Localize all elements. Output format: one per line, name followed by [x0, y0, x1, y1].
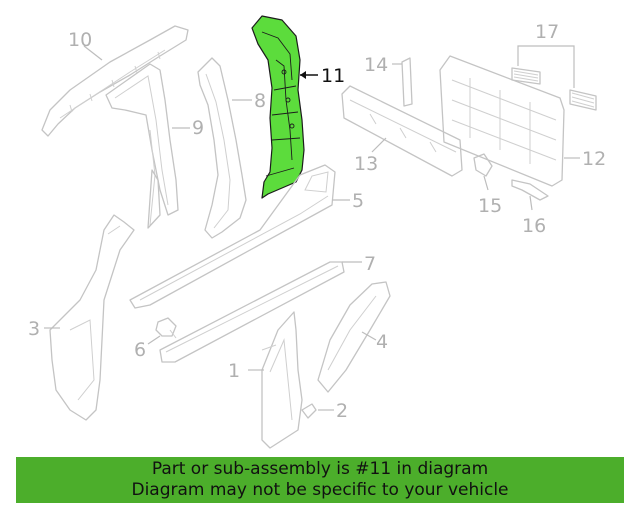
callout-10: 10: [68, 29, 92, 51]
part-11-shape: [251, 15, 305, 199]
callout-3: 3: [28, 318, 40, 340]
callout-11: 11: [321, 65, 345, 87]
part-13-shape: [341, 85, 463, 177]
part-2-shape: [301, 403, 317, 419]
info-banner: Part or sub-assembly is #11 in diagram D…: [16, 457, 624, 503]
callout-13: 13: [354, 153, 378, 175]
part-17-shape: [511, 67, 597, 111]
part-14-shape: [401, 57, 413, 107]
callout-8: 8: [254, 90, 266, 112]
part-5-shape: [129, 164, 336, 309]
banner-line-2: Diagram may not be specific to your vehi…: [131, 480, 509, 500]
callout-14: 14: [364, 54, 388, 76]
callout-1: 1: [228, 360, 240, 382]
part-10-shape: [41, 25, 189, 137]
part-8-shape: [197, 57, 247, 239]
parts-diagram: 10 9 8 11 5 7: [28, 15, 606, 449]
part-12-shape: [439, 55, 565, 187]
part-3-shape: [49, 214, 135, 421]
part-9-shape: [105, 63, 179, 229]
callout-15: 15: [478, 195, 502, 217]
part-6-shape: [155, 317, 177, 339]
callout-4: 4: [376, 331, 388, 353]
part-4-shape: [317, 281, 391, 393]
callout-9: 9: [192, 117, 204, 139]
banner-line-1: Part or sub-assembly is #11 in diagram: [151, 459, 489, 479]
part-16-shape: [511, 179, 549, 201]
callout-7: 7: [364, 253, 376, 275]
callout-6: 6: [134, 339, 146, 361]
part-7-shape: [159, 261, 345, 363]
part-1-shape: [261, 311, 303, 449]
callout-2: 2: [336, 400, 348, 422]
callout-16: 16: [522, 215, 546, 237]
callout-5: 5: [352, 190, 364, 212]
part-15-shape: [473, 153, 493, 177]
callout-12: 12: [582, 148, 606, 170]
callout-17: 17: [535, 21, 559, 43]
